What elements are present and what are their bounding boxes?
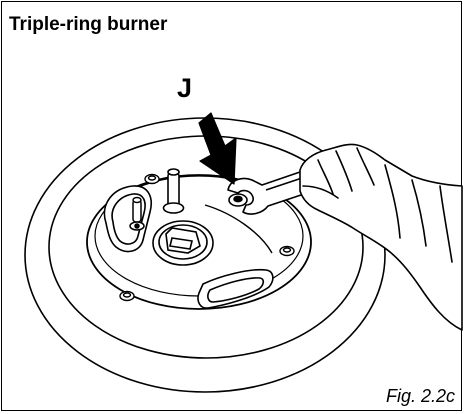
nut-j: [228, 193, 248, 207]
figure-caption: Fig. 2.2c: [385, 386, 455, 406]
burner-divider-arc: [204, 204, 273, 254]
screw-top-left: [144, 173, 160, 185]
fixing-screws: [119, 173, 295, 302]
screw-right: [279, 245, 295, 257]
pointer-label-j: J: [177, 73, 193, 103]
screw-bottom-left: [119, 290, 135, 302]
figure-title: Triple-ring burner: [9, 14, 168, 35]
wrench-icon: [227, 171, 311, 215]
central-injector-cup: [152, 220, 214, 266]
gloved-hand-icon: [299, 143, 463, 331]
thermocouple-post: [162, 168, 185, 214]
right-flame-slot: [197, 268, 274, 309]
arrow-down-icon: [198, 112, 237, 185]
ignition-electrode: [129, 196, 145, 231]
